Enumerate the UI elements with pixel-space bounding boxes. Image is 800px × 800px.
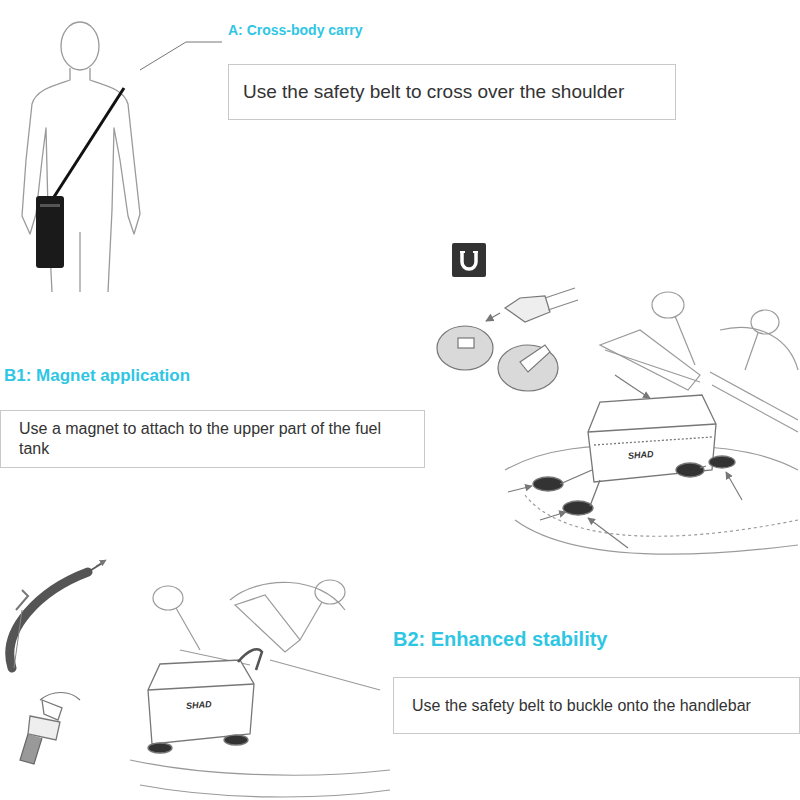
instruction-text: Use the safety belt to cross over the sh… [243,80,624,104]
shoulder-strap [52,88,124,200]
motion-arrows [508,375,742,548]
bag [36,196,64,268]
strap-detail [10,560,106,764]
tank-bag-b1 [533,395,735,515]
text-box: Use a magnet to attach to the upper part… [0,410,425,468]
brand-logo: SHAD [186,699,212,711]
tank-bag-b2 [148,649,262,753]
instruction-text: Use the safety belt to buckle onto the h… [412,696,751,716]
person-figure [22,22,140,292]
section-heading: A: Cross-body carry [228,22,363,38]
bag-zip [40,204,60,207]
motorcycle-b1 [505,292,798,554]
instruction-panel: B2: Enhanced stabilityUse the safety bel… [393,628,800,734]
motorcycle-b2 [130,580,390,797]
section-heading: B1: Magnet application [4,366,190,386]
instruction-text: Use a magnet to attach to the upper part… [19,419,414,459]
instruction-panel: A: Cross-body carryUse the safety belt t… [228,22,676,120]
magnet-parts [437,288,578,391]
magnet-icon [452,243,486,277]
section-heading: B2: Enhanced stability [393,628,608,651]
text-box: Use the safety belt to cross over the sh… [228,64,676,120]
instruction-panel: B1: Magnet applicationUse a magnet to at… [0,366,425,468]
text-box: Use the safety belt to buckle onto the h… [393,677,800,734]
leader-line [140,42,222,70]
